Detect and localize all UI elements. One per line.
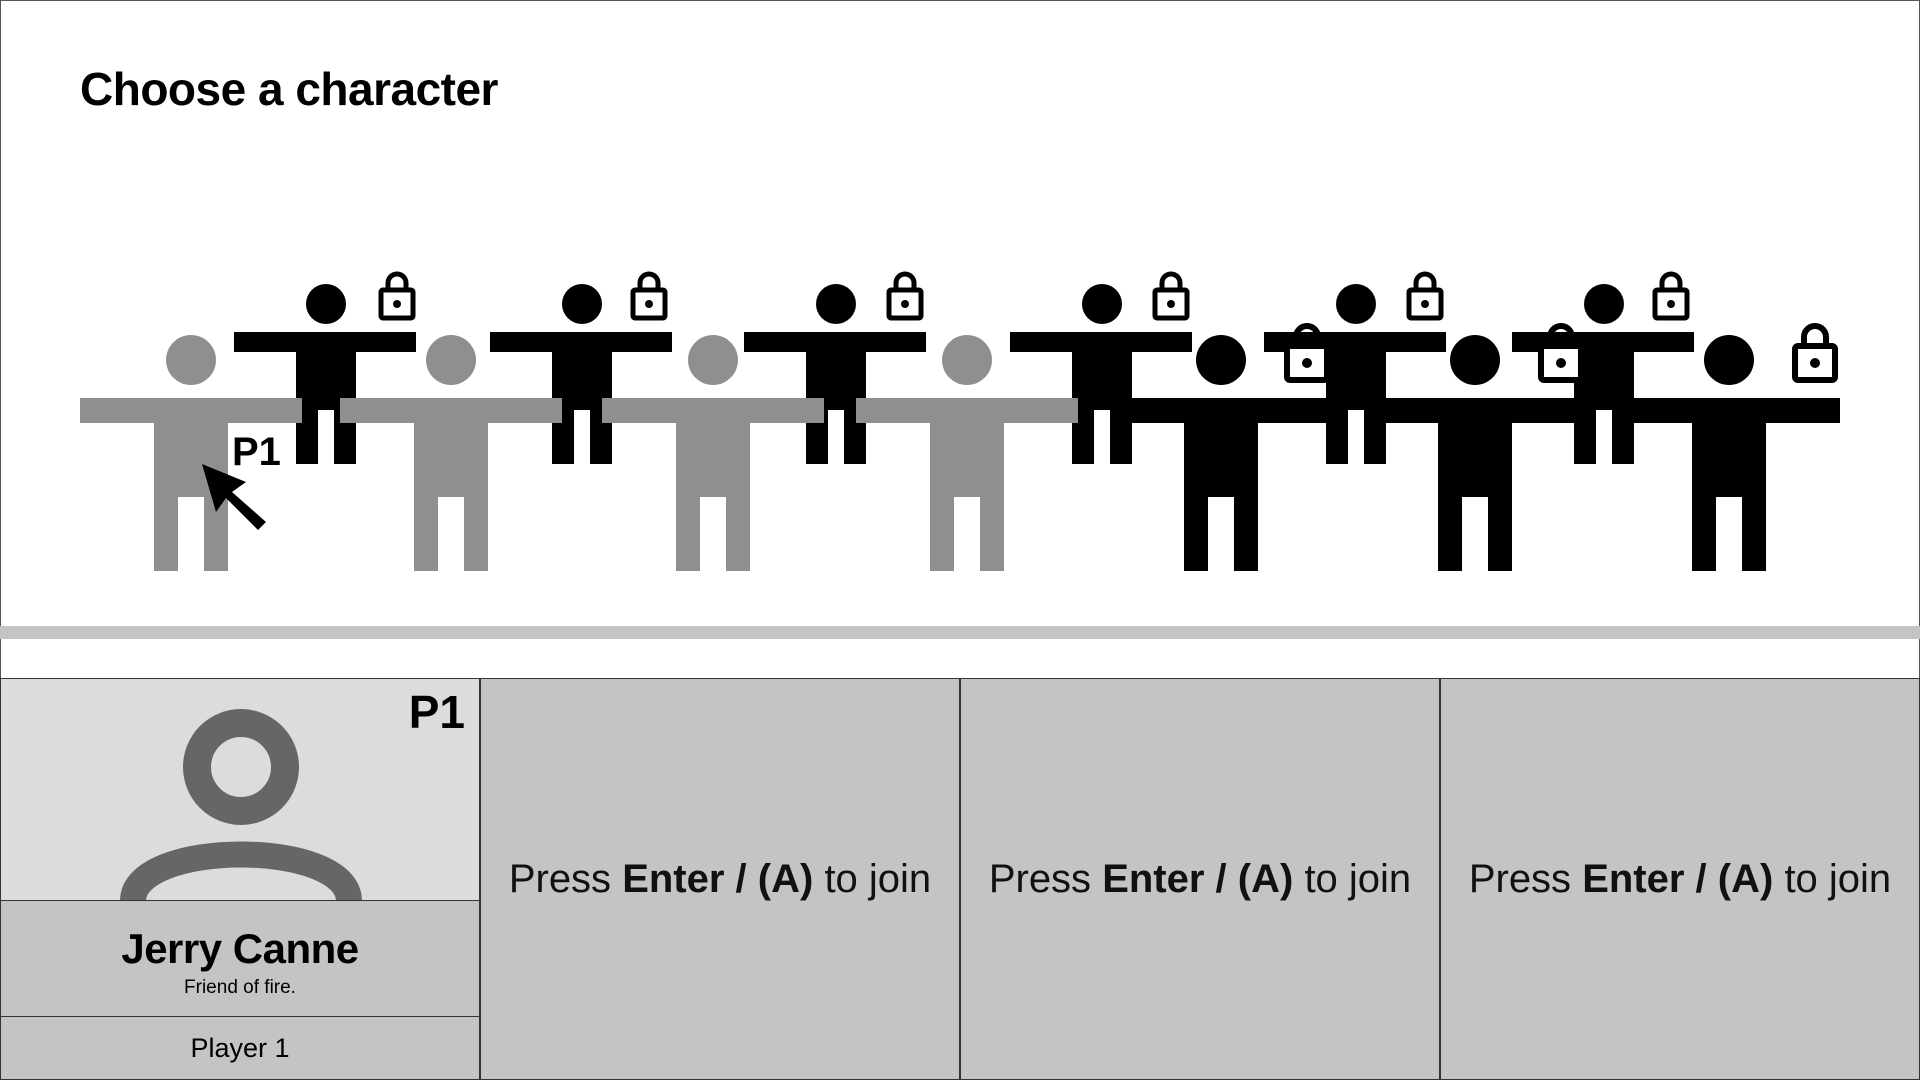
lock-icon	[378, 271, 416, 321]
join-prompt-suffix: to join	[1784, 856, 1892, 901]
player-slot-1[interactable]: P1 Jerry Canne Friend of fire. Player 1	[0, 678, 480, 1080]
lock-icon	[1652, 271, 1690, 321]
player-slots: P1 Jerry Canne Friend of fire. Player 1 …	[0, 678, 1920, 1080]
character-info: Jerry Canne Friend of fire.	[1, 901, 479, 1017]
character-roster: P1	[80, 271, 1858, 584]
player-badge: P1	[408, 686, 465, 738]
cursor-player-label: P1	[232, 430, 281, 474]
character-6[interactable]	[1364, 323, 1604, 584]
character-2[interactable]	[340, 334, 570, 584]
join-prompt-prefix: Press	[1468, 856, 1572, 901]
character-back-2[interactable]	[490, 271, 680, 500]
character-back-4[interactable]	[1010, 271, 1200, 500]
lock-icon	[886, 271, 924, 321]
character-3[interactable]	[602, 334, 832, 584]
character-portrait: P1	[1, 679, 479, 901]
character-5[interactable]	[1110, 323, 1350, 584]
lock-icon	[1792, 323, 1838, 383]
lock-icon	[1284, 323, 1330, 383]
player-slot-2[interactable]: Press Enter / (A) to join	[480, 678, 960, 1080]
join-prompt-keys: Enter / (A)	[1582, 856, 1774, 901]
cursor-arrow-icon	[200, 462, 270, 537]
avatar-icon	[120, 709, 362, 900]
page-title: Choose a character	[80, 63, 498, 115]
join-prompt-prefix: Press	[508, 856, 612, 901]
character-7[interactable]	[1618, 323, 1858, 584]
join-prompt-keys: Enter / (A)	[622, 856, 814, 901]
character-back-1[interactable]	[234, 271, 424, 500]
lock-icon	[1538, 323, 1584, 383]
player-slot-3[interactable]: Press Enter / (A) to join	[960, 678, 1440, 1080]
character-1[interactable]	[80, 334, 310, 584]
section-divider	[0, 626, 1920, 639]
join-prompt-suffix: to join	[824, 856, 932, 901]
character-name: Jerry Canne	[121, 925, 359, 972]
lock-icon	[630, 271, 668, 321]
character-tagline: Friend of fire.	[184, 977, 296, 998]
join-prompt-keys: Enter / (A)	[1102, 856, 1294, 901]
lock-icon	[1406, 271, 1444, 321]
join-prompt-suffix: to join	[1304, 856, 1412, 901]
player-slot-4[interactable]: Press Enter / (A) to join	[1440, 678, 1920, 1080]
lock-icon	[1152, 271, 1190, 321]
player-label: Player 1	[1, 1017, 479, 1079]
join-prompt-prefix: Press	[988, 856, 1092, 901]
character-4[interactable]	[856, 334, 1086, 584]
